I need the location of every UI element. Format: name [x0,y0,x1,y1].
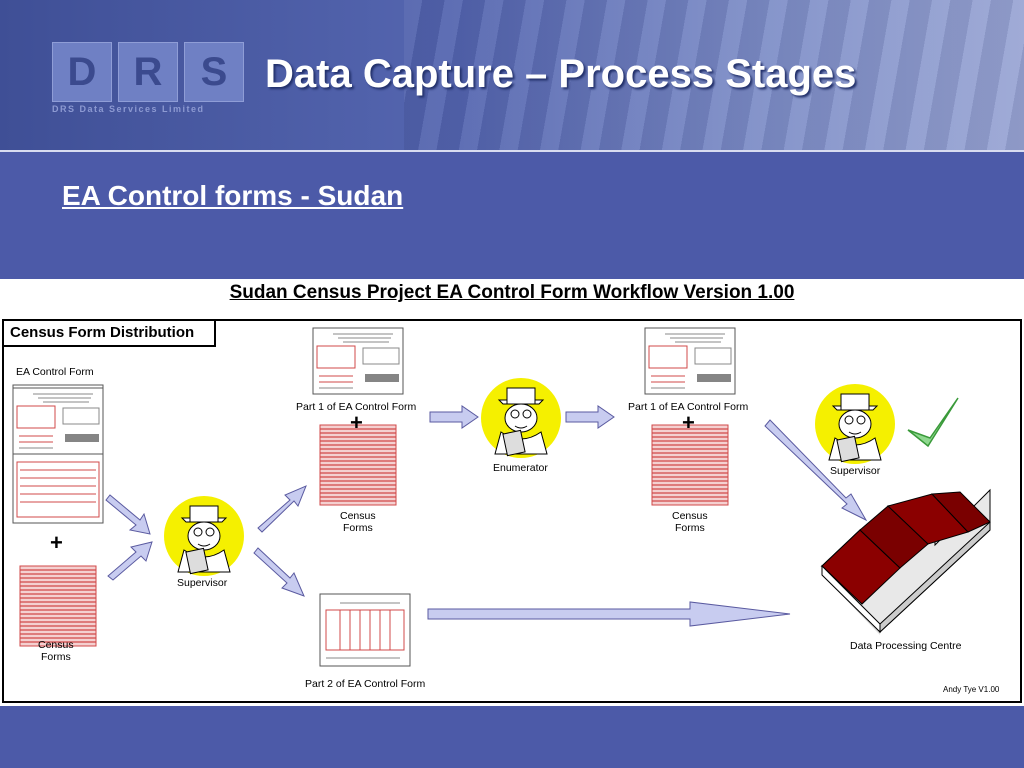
enumerator-figure [480,377,562,459]
part2-label: Part 2 of EA Control Form [305,678,426,690]
census-forms-label-left-1: Census [38,639,74,651]
census-forms-stack-left [19,565,97,647]
plus-sign-left: + [50,530,63,555]
part1-label-2: Part 1 of EA Control Form [628,401,749,413]
ea-control-form-label: EA Control Form [16,366,94,378]
arrow-part1-to-dpc [764,419,868,522]
diagram-panel [0,279,1024,706]
arrow-supervisor-to-part1 [257,485,307,533]
version-credit: Andy Tye V1.00 [943,685,1000,694]
section-label: Census Form Distribution [10,324,195,341]
data-processing-centre-label: Data Processing Centre [850,640,962,652]
header-banner: D R S DRS Data Services Limited Data Cap… [0,0,1024,150]
census-forms-label-center-2: Forms [343,522,373,534]
census-forms-label-center-1: Census [340,510,376,522]
census-forms-label-right-1: Census [672,510,708,522]
diagram-title: Sudan Census Project EA Control Form Wor… [229,282,795,303]
ea-control-form-image [12,384,104,524]
arrow-part2-to-dpc [427,601,791,627]
logo-letter-r: R [118,42,178,102]
logo-letter-d: D [52,42,112,102]
census-forms-label-left-2: Forms [41,651,71,663]
arrow-stack-to-supervisor [107,541,153,581]
drs-logo: D R S DRS Data Services Limited [52,42,244,118]
supervisor-label-left: Supervisor [177,577,228,589]
census-forms-stack-right [651,424,729,506]
slide-title: Data Capture – Process Stages [265,52,857,96]
plus-sign-right: + [682,410,695,435]
plus-sign-center: + [350,410,363,435]
section-label-box: Census Form Distribution [2,319,216,347]
checkmark-icon [907,397,959,448]
slide-subtitle: EA Control forms - Sudan [62,180,404,211]
logo-subtitle: DRS Data Services Limited [52,104,205,114]
part2-form-image [319,593,411,667]
arrow-supervisor-to-part2 [253,547,305,597]
arrow-form-to-supervisor [105,494,151,535]
header-photo-background [404,0,1024,150]
logo-letter-s: S [184,42,244,102]
census-forms-label-right-2: Forms [675,522,705,534]
arrow-part1-to-enumerator [429,405,479,429]
header-divider [0,150,1024,152]
supervisor-label-right: Supervisor [830,465,881,477]
supervisor-figure-left [163,495,245,577]
diagram-frame [2,319,1022,703]
enumerator-label: Enumerator [493,462,548,474]
data-processing-centre-building [820,488,991,635]
part1-form-image-1 [312,327,404,395]
arrow-enumerator-to-part1 [565,405,615,429]
part1-label-1: Part 1 of EA Control Form [296,401,417,413]
part1-form-image-2 [644,327,736,395]
census-forms-stack-center [319,424,397,506]
supervisor-figure-right [814,383,896,465]
